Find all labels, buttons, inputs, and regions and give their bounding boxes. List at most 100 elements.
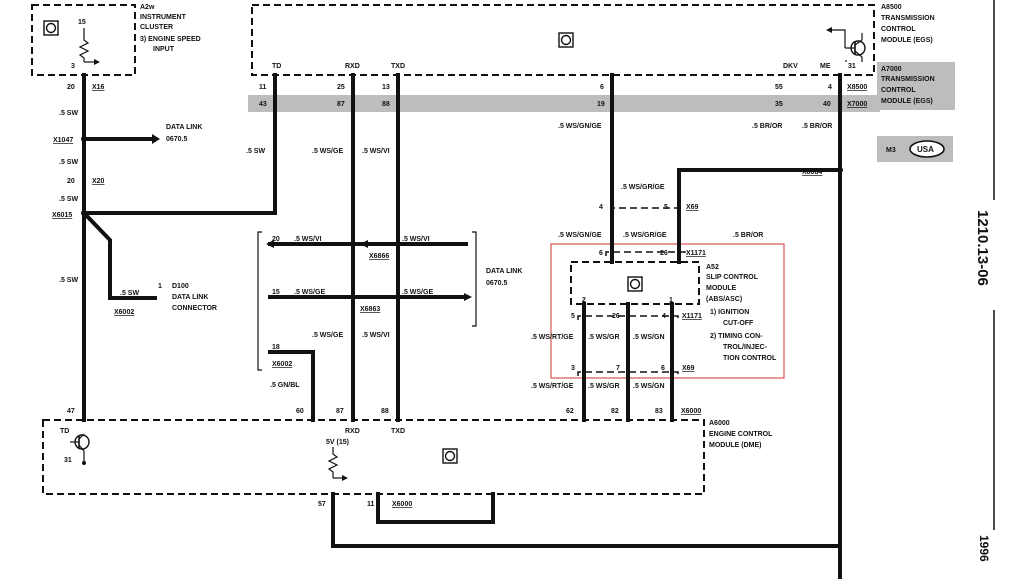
x7000-pin-43: 43 xyxy=(259,101,267,108)
data-link-top-1: DATA LINK xyxy=(166,124,202,131)
x7000-pin-19: 19 xyxy=(597,101,605,108)
conn-x16: X16 xyxy=(92,84,105,91)
d100-line-2: DATA LINK xyxy=(172,294,208,301)
a7000-line-2: TRANSMISSION xyxy=(881,76,935,83)
a2w-label: A2w INSTRUMENT CLUSTER 3) ENGINE SPEED I… xyxy=(71,4,201,70)
a7000-label: A7000 TRANSMISSION CONTROL MODULE (EGS) xyxy=(881,66,935,105)
a2w-line-2: INSTRUMENT xyxy=(140,14,187,21)
conn-x8084: X8084 xyxy=(802,169,822,176)
a6000-31: 31 xyxy=(64,457,72,464)
wire-label-sw1: .5 SW xyxy=(59,110,78,117)
mid-wire-wsge2: .5 WS/GE xyxy=(402,289,433,296)
x7000-pin-40: 40 xyxy=(823,101,831,108)
conn-x1047: X1047 xyxy=(53,137,73,144)
a52-pin-2: 2 xyxy=(582,297,586,304)
x6000-pin-57: 57 xyxy=(318,501,326,508)
wire-bottom-return xyxy=(331,492,842,548)
mid-bracket-right xyxy=(472,231,477,327)
mid-pin-18: 18 xyxy=(272,344,280,351)
a6000-module-icon xyxy=(442,448,458,464)
egs-pin-dkv: DKV xyxy=(783,63,798,70)
highlight-box xyxy=(550,243,785,379)
wire-label-sw2: .5 SW xyxy=(59,159,78,166)
a8500-line-3: CONTROL xyxy=(881,26,916,33)
d100-conn: X6002 xyxy=(114,309,134,316)
x1171-pin-26: 26 xyxy=(660,250,668,257)
a7000-line-1: A7000 xyxy=(881,66,902,73)
wire-label-wsgn1: .5 WS/GN xyxy=(633,334,665,341)
data-link-mid-2: 0670.5 xyxy=(486,280,508,287)
wire-x8084 xyxy=(677,168,842,264)
a2w-pin-3: 3 xyxy=(71,63,75,70)
egs-pin-txd: TXD xyxy=(391,63,405,70)
x69-pin-3: 3 xyxy=(571,365,575,372)
wire-label-wsrtge1: .5 WS/RT/GE xyxy=(531,334,574,341)
left-pin-20a: 20 xyxy=(67,84,75,91)
a6000-td: TD xyxy=(60,428,69,435)
conn-x6866: X6866 xyxy=(369,253,389,260)
a6000-line-3: MODULE (DME) xyxy=(709,442,762,449)
x8500-pin-25: 25 xyxy=(337,84,345,91)
wire-label-wsgnge: .5 WS/GN/GE xyxy=(558,123,602,130)
wire-label-wsgr2: .5 WS/GR xyxy=(588,383,620,390)
x7000-pin-87: 87 xyxy=(337,101,345,108)
x6000-pin-60: 60 xyxy=(296,408,304,415)
d100-line-1: D100 xyxy=(172,283,189,290)
a6000-rxd: RXD xyxy=(345,428,360,435)
a8500-line-1: A8500 xyxy=(881,4,902,11)
conn-x6000: X6000 xyxy=(681,408,701,415)
a8500-pin-31: 31 xyxy=(848,63,856,70)
x1171-pin-26b: 26 xyxy=(612,313,620,320)
x69-pin-6: 6 xyxy=(661,365,665,372)
splice-x6015 xyxy=(81,210,87,216)
a2w-line-3: CLUSTER xyxy=(140,24,173,31)
wire-label-wsgn2: .5 WS/GN xyxy=(633,383,665,390)
x6000-pin-11: 11 xyxy=(367,501,375,508)
egs-pin-td: TD xyxy=(272,63,281,70)
a52-line-8: TROL/INJEC- xyxy=(723,344,768,351)
x8500-pin-13: 13 xyxy=(382,84,390,91)
splice-x8084 xyxy=(837,167,843,173)
usa-badge-oval: USA xyxy=(917,145,934,154)
wire-label-wsvi: .5 WS/VI xyxy=(362,148,390,155)
a6000-engine-control-box xyxy=(42,419,705,495)
a8500-module-icon xyxy=(558,32,574,48)
a6000-transistor-icon xyxy=(70,433,90,465)
a52-pin-1: 1 xyxy=(669,297,673,304)
a7000-line-3: CONTROL xyxy=(881,87,916,94)
x1171-pin-6: 6 xyxy=(599,250,603,257)
a52-line-5: 1) IGNITION xyxy=(710,309,749,316)
d100-wire: .5 SW xyxy=(120,290,139,297)
wire-label-wsgnge2: .5 WS/GN/GE xyxy=(558,232,602,239)
left-pin-20b: 20 xyxy=(67,178,75,185)
a52-line-3: MODULE xyxy=(706,285,737,292)
splice-mid-20 xyxy=(350,241,356,247)
a52-slip-control-box xyxy=(570,261,700,305)
x8500-pin-55: 55 xyxy=(775,84,783,91)
a52-line-7: 2) TIMING CON- xyxy=(710,333,763,340)
a6000-line-1: A6000 xyxy=(709,420,730,427)
wire-label-gnbl: .5 GN/BL xyxy=(270,382,300,389)
wire-label-bror1: .5 BR/OR xyxy=(752,123,782,130)
mid-wire-wsvi3: .5 WS/VI xyxy=(362,332,390,339)
conn-x69b: X69 xyxy=(682,365,695,372)
wire-label-wsrtge2: .5 WS/RT/GE xyxy=(531,383,574,390)
conn-x8500: X8500 xyxy=(847,84,867,91)
side-page-code: 1210.13-06 xyxy=(974,210,991,286)
a52-module-icon xyxy=(627,276,643,292)
x6000-pin-88: 88 xyxy=(381,408,389,415)
x1171-bracket xyxy=(577,315,679,320)
conn-x6863: X6863 xyxy=(360,306,380,313)
x69-bot-bracket xyxy=(577,371,679,376)
x1171-pin-4: 4 xyxy=(662,313,666,320)
mid-wire-wsvi2: .5 WS/VI xyxy=(402,236,430,243)
a2w-module-icon xyxy=(43,20,59,36)
egs-pin-me: ME xyxy=(820,63,831,70)
conn-x6015: X6015 xyxy=(52,212,72,219)
wire-label-wsgrge2: .5 WS/GR/GE xyxy=(623,232,667,239)
wire-d100 xyxy=(81,210,157,300)
a2w-resistor-icon xyxy=(78,28,100,65)
conn-x6002: X6002 xyxy=(272,361,292,368)
a8500-line-2: TRANSMISSION xyxy=(881,15,935,22)
splice-mid-15 xyxy=(395,294,401,300)
